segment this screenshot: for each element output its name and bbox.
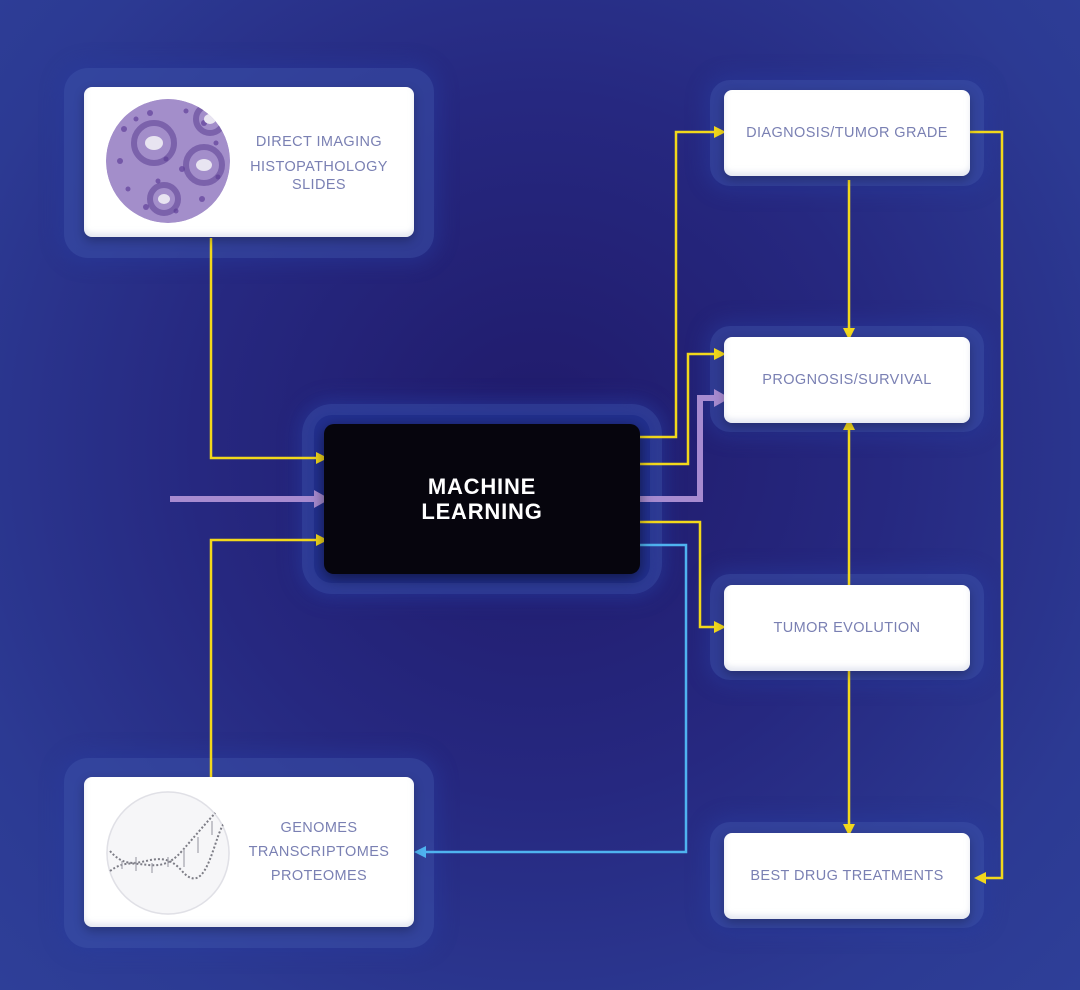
prognosis-output-label: PROGNOSIS/SURVIVAL xyxy=(762,372,932,388)
ml-to-prognosis-arrowhead xyxy=(714,348,726,360)
ml-to-evolution-arrow xyxy=(640,520,716,629)
imaging-label-line1: DIRECT IMAGING xyxy=(255,134,383,150)
evolution-to-drugs-arrowhead xyxy=(843,824,855,836)
ml-to-prognosis-arrow xyxy=(640,352,716,466)
ml-to-omics-feedback-arrow xyxy=(424,543,688,854)
ml-to-diagnosis-arrowhead xyxy=(714,126,726,138)
omics-label-line3: PROTEOMES xyxy=(270,868,368,884)
ml-to-prognosis-main-arrowhead xyxy=(714,389,730,407)
ml-title-line2: LEARNING xyxy=(421,499,543,524)
histology-slide-image xyxy=(106,99,230,223)
omics-label-line1: GENOMES xyxy=(280,820,358,836)
machine-learning-title: MACHINE LEARNING xyxy=(324,474,640,524)
evolution-output-label: TUMOR EVOLUTION xyxy=(773,620,921,636)
omics-label-line2: TRANSCRIPTOMES xyxy=(248,844,390,860)
diagnosis-output-label: DIAGNOSIS/TUMOR GRADE xyxy=(746,125,948,141)
dna-helix-image xyxy=(106,791,230,915)
diagnosis-to-drugs-arrow xyxy=(970,130,1004,880)
evolution-output-card: TUMOR EVOLUTION xyxy=(724,585,970,671)
ml-to-diagnosis-arrow xyxy=(640,130,716,439)
imaging-label-line3: SLIDES xyxy=(292,177,346,193)
drugs-output-card: BEST DRUG TREATMENTS xyxy=(724,833,970,919)
imaging-input-label: DIRECT IMAGING HISTOPATHOLOGY SLIDES xyxy=(242,130,396,194)
imaging-to-ml-arrow xyxy=(209,238,318,460)
omics-to-ml-arrow xyxy=(209,538,318,778)
ml-to-evolution-arrowhead xyxy=(714,621,726,633)
drugs-output-label: BEST DRUG TREATMENTS xyxy=(750,868,944,884)
diagnosis-to-prognosis-arrowhead xyxy=(843,328,855,340)
prognosis-output-card: PROGNOSIS/SURVIVAL xyxy=(724,337,970,423)
omics-input-label: GENOMES TRANSCRIPTOMES PROTEOMES xyxy=(242,816,396,888)
ml-title-line1: MACHINE xyxy=(427,474,537,499)
omics-to-ml-arrowhead xyxy=(316,534,328,546)
ml-to-omics-feedback-arrowhead xyxy=(414,846,426,858)
ml-to-prognosis-main-arrow xyxy=(640,395,716,502)
omics-input-card: GENOMES TRANSCRIPTOMES PROTEOMES xyxy=(84,777,414,927)
imaging-to-ml-arrowhead xyxy=(316,452,328,464)
machine-learning-box: MACHINE LEARNING xyxy=(324,424,640,574)
combined-to-ml-arrowhead xyxy=(314,490,330,508)
diagnosis-output-card: DIAGNOSIS/TUMOR GRADE xyxy=(724,90,970,176)
imaging-input-card: DIRECT IMAGING HISTOPATHOLOGY SLIDES xyxy=(84,87,414,237)
imaging-label-line2: HISTOPATHOLOGY xyxy=(250,159,388,175)
diagnosis-to-drugs-arrowhead xyxy=(974,872,986,884)
evolution-to-prognosis-arrowhead xyxy=(843,418,855,430)
